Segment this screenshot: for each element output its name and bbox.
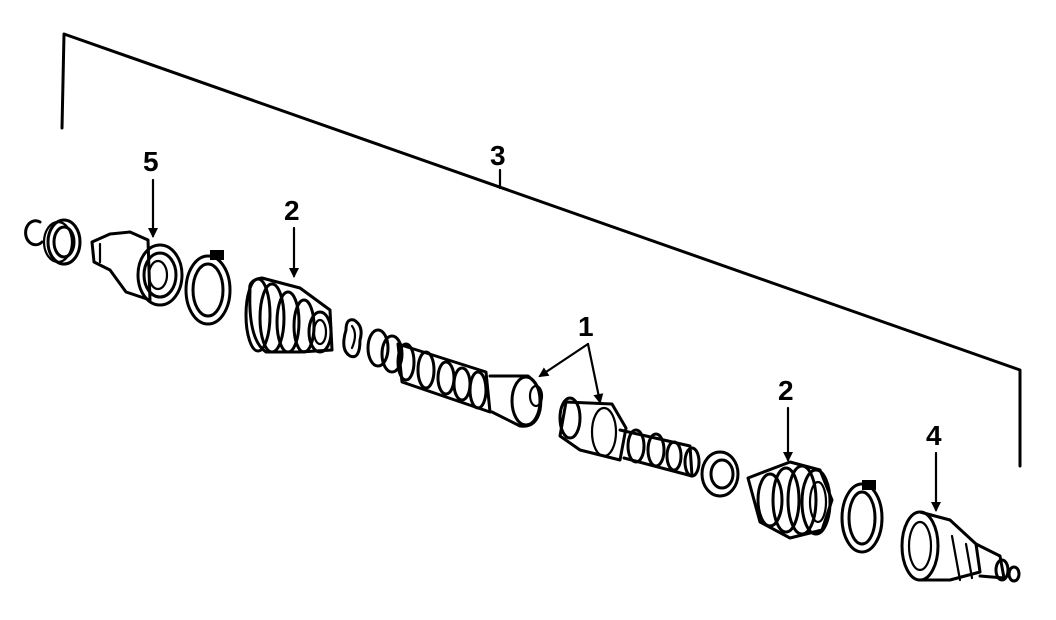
snap-ring-left xyxy=(24,219,44,247)
clamp-ring-right xyxy=(840,480,884,554)
boot-left xyxy=(244,276,334,354)
callout-label-2-right: 2 xyxy=(778,375,794,406)
axle-shaft-right xyxy=(558,396,701,478)
callout-label-3: 3 xyxy=(490,140,506,171)
inner-joint-housing xyxy=(90,230,184,307)
ring-right-inner xyxy=(700,450,740,498)
outer-joint xyxy=(900,510,1021,583)
boot-right xyxy=(746,460,834,540)
assembly-bracket xyxy=(60,32,1022,468)
callout-leader-1b xyxy=(586,342,604,404)
callout-label-5: 5 xyxy=(143,146,159,177)
axle-shaft-left xyxy=(396,342,544,428)
callout-label-4: 4 xyxy=(926,420,942,451)
callout-label-2-left: 2 xyxy=(284,195,300,226)
inner-spring-clip xyxy=(342,318,404,374)
seal-ring-left xyxy=(42,218,82,266)
callout-label-1: 1 xyxy=(578,311,594,342)
clamp-ring-left xyxy=(184,250,232,326)
callout-leader-1a xyxy=(538,342,590,378)
